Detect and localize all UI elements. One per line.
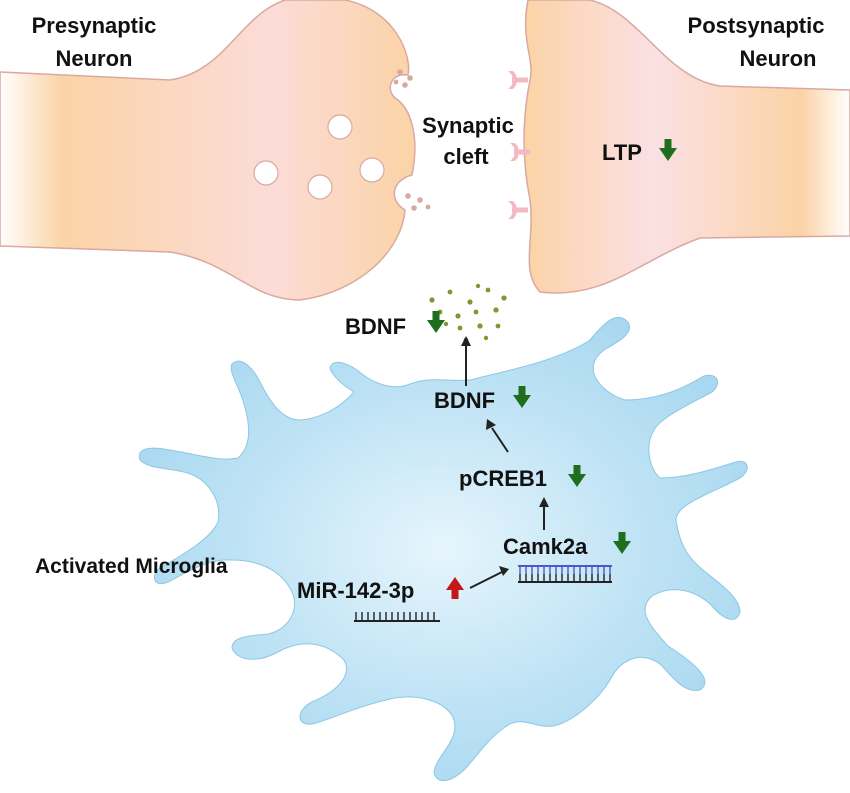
presynaptic-label-line2: Neuron	[56, 46, 133, 71]
mirna-strand	[354, 612, 440, 622]
receptor	[508, 201, 528, 219]
arrowhead	[486, 419, 496, 430]
arrowhead	[461, 336, 471, 346]
vesicle	[327, 114, 353, 140]
ltp-label: LTP	[602, 140, 642, 165]
vesicle	[307, 174, 333, 200]
presynaptic-label-line1: Presynaptic	[32, 13, 157, 38]
neurotransmitter-release-bottom	[405, 193, 431, 211]
postsynaptic-neuron	[523, 0, 850, 294]
bdnf-released-down-arrow-icon	[427, 311, 445, 333]
arrow-mir-to-camk2a	[469, 571, 503, 589]
mir-142-3p-label: MiR-142-3p	[297, 578, 414, 603]
synaptic-cleft-label-line1: Synaptic	[422, 113, 514, 138]
camk2a-label: Camk2a	[503, 534, 588, 559]
arrow-pcreb1-to-bdnf	[491, 427, 509, 453]
activated-microglia-label: Activated Microglia	[35, 555, 228, 578]
vesicle	[359, 157, 385, 183]
postsynaptic-label-line1: Postsynaptic	[688, 13, 825, 38]
mrna-mirna-duplex	[518, 565, 612, 583]
arrowhead	[539, 497, 549, 507]
pcreb1-label: pCREB1	[459, 466, 547, 491]
postsynaptic-label-line2: Neuron	[740, 46, 817, 71]
synaptic-cleft-label-line2: cleft	[443, 144, 489, 169]
bdnf-cell-label: BDNF	[434, 388, 495, 413]
bdnf-released-label: BDNF	[345, 314, 406, 339]
activated-microglia-cell	[138, 317, 748, 781]
signaling-arrows	[461, 336, 549, 589]
arrowhead	[499, 566, 509, 576]
vesicle	[253, 160, 279, 186]
receptor	[508, 71, 528, 89]
neurotransmitter-release-top	[393, 69, 413, 88]
bdnf-secreted-particles	[429, 283, 507, 343]
presynaptic-neuron	[0, 0, 416, 301]
